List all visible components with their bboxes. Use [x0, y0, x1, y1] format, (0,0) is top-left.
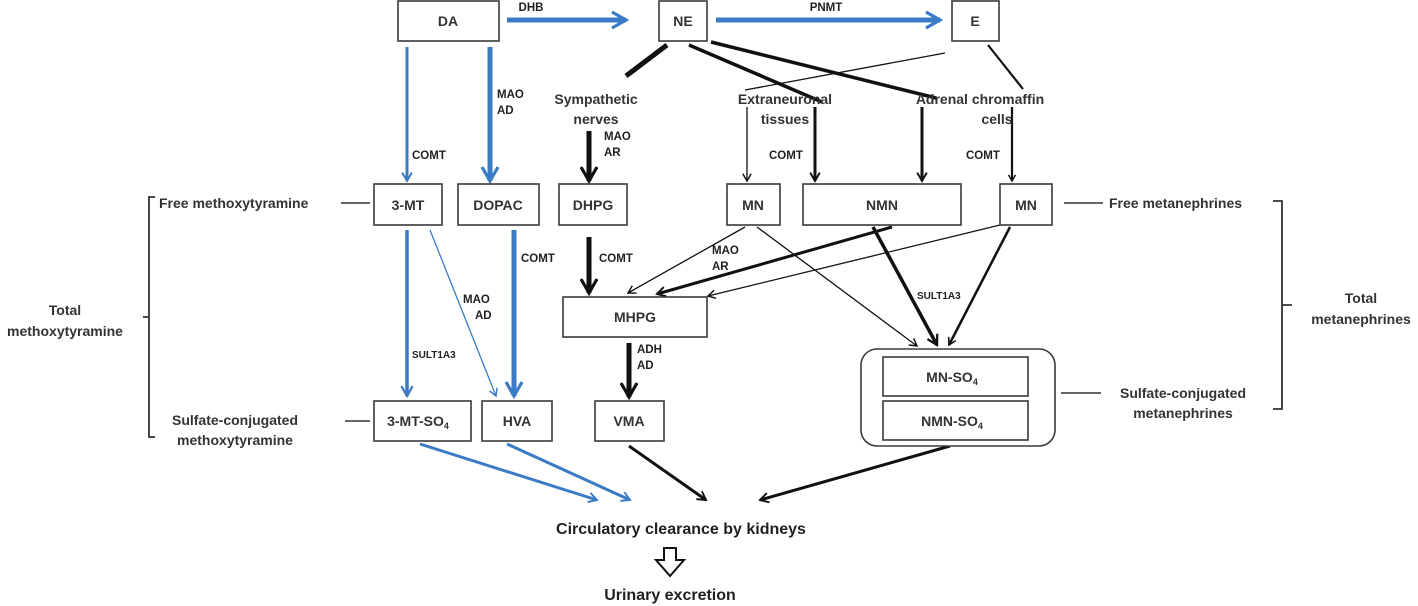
node-mn-so4-label: MN-SO: [926, 369, 973, 385]
tissue-extraneuronal-line1: Extraneuronal: [738, 91, 832, 107]
enzyme-comt-adrenal: COMT: [966, 150, 1000, 162]
arrow-mn2-to-sulfate: [947, 226, 1012, 347]
enzyme-ar-symp-2: AR: [604, 147, 621, 159]
line-ne-to-sympathetic: [624, 43, 669, 78]
node-mn-adrenal-label: MN: [1015, 197, 1037, 213]
line-e-to-extraneuronal: [744, 52, 946, 91]
node-vma-label: VMA: [613, 413, 644, 429]
hollow-down-arrow-icon: [653, 547, 687, 578]
so4-subscript: 4: [978, 421, 983, 431]
node-hva: HVA: [481, 400, 553, 442]
tissue-adrenal-line1: Adrenal chromaffin: [916, 91, 1044, 107]
group-sulfate-metanephrines: MN-SO4 NMN-SO4: [860, 348, 1056, 447]
label-total-methoxytyramine-2: methoxytyramine: [7, 323, 123, 339]
line-e-to-adrenal: [987, 44, 1024, 90]
enzyme-adh: ADH: [637, 344, 662, 356]
arrow-vma-to-clearance: [628, 444, 708, 502]
enzyme-ad-mhpg: AD: [637, 360, 654, 372]
arrow-3mtso4-to-clearance: [419, 442, 599, 503]
node-mhpg: MHPG: [562, 296, 708, 338]
tissue-extraneuronal-line2: tissues: [761, 111, 809, 127]
arrow-mn2-to-mhpg: [706, 224, 1001, 300]
label-total-methoxytyramine-1: Total: [49, 302, 81, 318]
label-circulatory-clearance: Circulatory clearance by kidneys: [556, 521, 806, 538]
label-sulfate-metanephrines-2: metanephrines: [1133, 405, 1233, 421]
node-3mt-so4-label: 3-MT-SO: [387, 413, 444, 429]
enzyme-sult-3mt: SULT1A3: [412, 350, 456, 361]
node-mn-adrenal: MN: [999, 183, 1053, 226]
label-urinary-excretion: Urinary excretion: [604, 587, 736, 604]
node-hva-label: HVA: [503, 413, 532, 429]
node-dhpg-label: DHPG: [573, 197, 614, 213]
arrow-hva-to-clearance: [506, 442, 632, 502]
enzyme-ad-da-2: AD: [497, 105, 514, 117]
label-sulfate-methoxytyramine-2: methoxytyramine: [177, 432, 293, 448]
node-ne: NE: [658, 0, 708, 42]
node-dopac: DOPAC: [457, 183, 540, 226]
line-ne-to-adrenal: [710, 40, 937, 100]
arrow-sulfate-to-clearance: [758, 444, 951, 504]
arrow-mn1-to-mhpg: [626, 226, 746, 294]
enzyme-mao-da-1: MAO: [497, 89, 524, 101]
label-total-metanephrines-2: metanephrines: [1311, 311, 1411, 327]
enzyme-mao-symp-1: MAO: [604, 131, 631, 143]
arrow-nmn-to-sulfate: [871, 226, 939, 347]
node-nmn-so4-label: NMN-SO: [921, 413, 978, 429]
enzyme-ar-mn-2: AR: [712, 261, 729, 273]
node-e-label: E: [970, 13, 979, 29]
node-3mt-so4: 3-MT-SO4: [373, 400, 472, 442]
enzyme-comt-da: COMT: [412, 150, 446, 162]
tissue-adrenal-line2: cells: [981, 111, 1012, 127]
enzyme-comt-dopac: COMT: [521, 253, 555, 265]
svg-text:NMN-SO4: NMN-SO4: [921, 413, 983, 431]
arrow-3mt-to-hva: [429, 229, 498, 398]
node-mn-so4: MN-SO4: [882, 356, 1029, 397]
label-sulfate-metanephrines-1: Sulfate-conjugated: [1120, 385, 1246, 401]
node-vma: VMA: [594, 400, 665, 442]
node-mn-extraneuronal-label: MN: [742, 197, 764, 213]
node-da: DA: [397, 0, 500, 42]
label-free-metanephrines: Free metanephrines: [1109, 195, 1242, 211]
node-nmn-so4: NMN-SO4: [882, 400, 1029, 441]
enzyme-comt-dhpg: COMT: [599, 253, 633, 265]
node-mn-extraneuronal: MN: [726, 183, 781, 226]
label-free-methoxytyramine: Free methoxytyramine: [159, 195, 309, 211]
bracket-total-metanephrines: [1273, 200, 1292, 410]
so4-subscript: 4: [444, 421, 449, 431]
so4-subscript: 4: [973, 377, 978, 387]
bracket-total-methoxytyramine: [143, 196, 155, 438]
enzyme-sult-mn: SULT1A3: [917, 291, 961, 302]
node-ne-label: NE: [673, 13, 692, 29]
svg-text:3-MT-SO4: 3-MT-SO4: [387, 413, 449, 431]
node-dhpg: DHPG: [558, 183, 628, 226]
node-mhpg-label: MHPG: [614, 309, 656, 325]
svg-text:MN-SO4: MN-SO4: [926, 369, 978, 387]
tissue-sympathetic-line2: nerves: [573, 111, 618, 127]
enzyme-mao-3mt-1: MAO: [463, 294, 490, 306]
node-nmn: NMN: [802, 183, 962, 226]
node-dopac-label: DOPAC: [473, 197, 523, 213]
arrow-mn1-to-sulfate: [756, 226, 919, 347]
enzyme-pnmt: PNMT: [810, 2, 843, 14]
enzyme-mao-mn-1: MAO: [712, 245, 739, 257]
label-sulfate-methoxytyramine-1: Sulfate-conjugated: [172, 412, 298, 428]
tissue-sympathetic-line1: Sympathetic: [554, 91, 637, 107]
enzyme-dhb: DHB: [519, 2, 544, 14]
enzyme-comt-extraneuronal: COMT: [769, 150, 803, 162]
enzyme-ad-3mt-2: AD: [475, 310, 492, 322]
node-nmn-label: NMN: [866, 197, 898, 213]
node-3mt: 3-MT: [373, 183, 443, 226]
label-total-metanephrines-1: Total: [1345, 290, 1377, 306]
node-da-label: DA: [438, 13, 458, 29]
arrow-nmn-to-mhpg: [655, 225, 893, 298]
line-ne-to-extraneuronal: [688, 43, 823, 104]
node-e: E: [951, 0, 1000, 42]
node-3mt-label: 3-MT: [392, 197, 425, 213]
